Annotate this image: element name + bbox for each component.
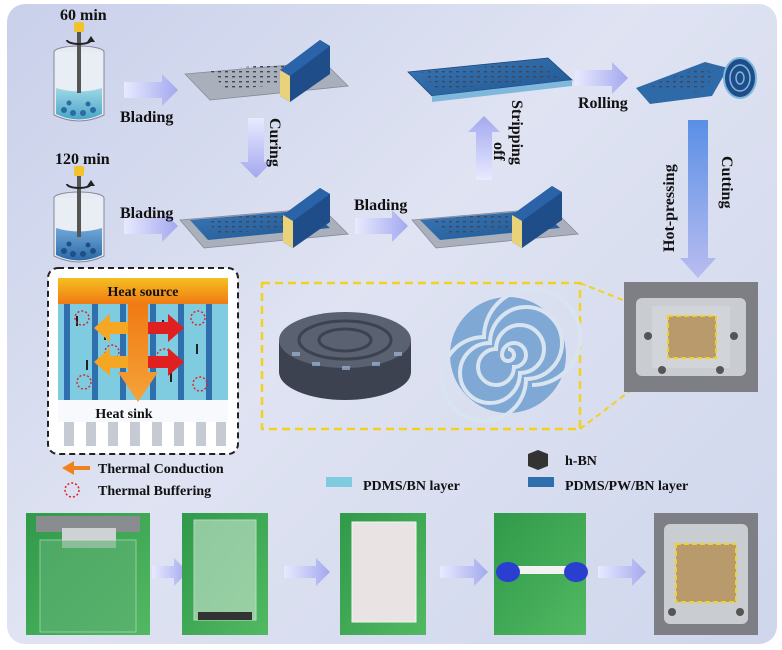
- label-cutting: Cutting: [718, 156, 735, 208]
- heat-source-bar: [58, 278, 228, 304]
- time-label-60: 60 min: [60, 7, 107, 24]
- rolled-film: [636, 57, 757, 104]
- thermal-conduction-icon: [62, 461, 90, 475]
- photo-5: [654, 513, 758, 635]
- photo-1: [26, 513, 150, 635]
- pdms-bn-swatch: [326, 477, 352, 487]
- beaker-120min: [53, 166, 105, 263]
- arrow-blading-1: [124, 74, 178, 106]
- label-blading-2: Blading: [120, 205, 173, 222]
- heat-source-label: Heat source: [108, 285, 179, 300]
- label-off: off: [490, 142, 507, 161]
- label-hot-pressing: Hot-pressing: [661, 164, 678, 252]
- arrow-blading-2: [124, 210, 178, 242]
- arrow-curing: [240, 118, 272, 178]
- rolled-disk-3d: [279, 312, 411, 400]
- photo-3: [340, 513, 426, 635]
- film-blading-1: [184, 40, 349, 102]
- label-blading-3: Blading: [354, 197, 407, 214]
- heat-schematic: Heat source Heat sink: [47, 267, 239, 455]
- label-curing: Curing: [266, 118, 283, 167]
- zoom-structure-box: [260, 281, 669, 431]
- time-label-120: 120 min: [55, 151, 110, 168]
- process-arrows: [124, 62, 716, 278]
- legend-pdms-bn: PDMS/BN layer: [363, 479, 460, 494]
- step-labels: 60 min 120 min Blading Blading Blading R…: [55, 7, 735, 252]
- label-stripping: Stripping: [508, 100, 525, 165]
- photo-led-module: [624, 282, 758, 392]
- legend-thermal-buffering: Thermal Buffering: [98, 484, 211, 499]
- legend-hbn: h-BN: [565, 454, 597, 469]
- rolled-disk-spiral: [440, 287, 582, 423]
- pdms-pw-bn-swatch: [528, 477, 554, 487]
- beaker-60min: [53, 22, 105, 122]
- legend-pdms-pw-bn: PDMS/PW/BN layer: [565, 479, 688, 494]
- photo-row: [26, 513, 758, 635]
- arrow-blading-3: [355, 210, 408, 242]
- label-rolling: Rolling: [578, 95, 628, 112]
- hbn-icon: [528, 450, 548, 470]
- heat-sink-label: Heat sink: [95, 407, 152, 422]
- film-blading-3: [411, 186, 579, 249]
- arrow-rolling: [575, 62, 628, 94]
- arrow-cutting: [680, 120, 716, 278]
- photo-4: [494, 513, 588, 635]
- label-blading-1: Blading: [120, 109, 173, 126]
- film-curing: [179, 188, 349, 249]
- arrow-stripping: [468, 116, 500, 180]
- film-stripped: [407, 57, 573, 102]
- legend: Thermal Conduction Thermal Buffering PDM…: [62, 450, 688, 499]
- thermal-buffering-icon: [64, 482, 80, 498]
- legend-thermal-conduction: Thermal Conduction: [98, 462, 224, 477]
- photo-2: [182, 513, 268, 635]
